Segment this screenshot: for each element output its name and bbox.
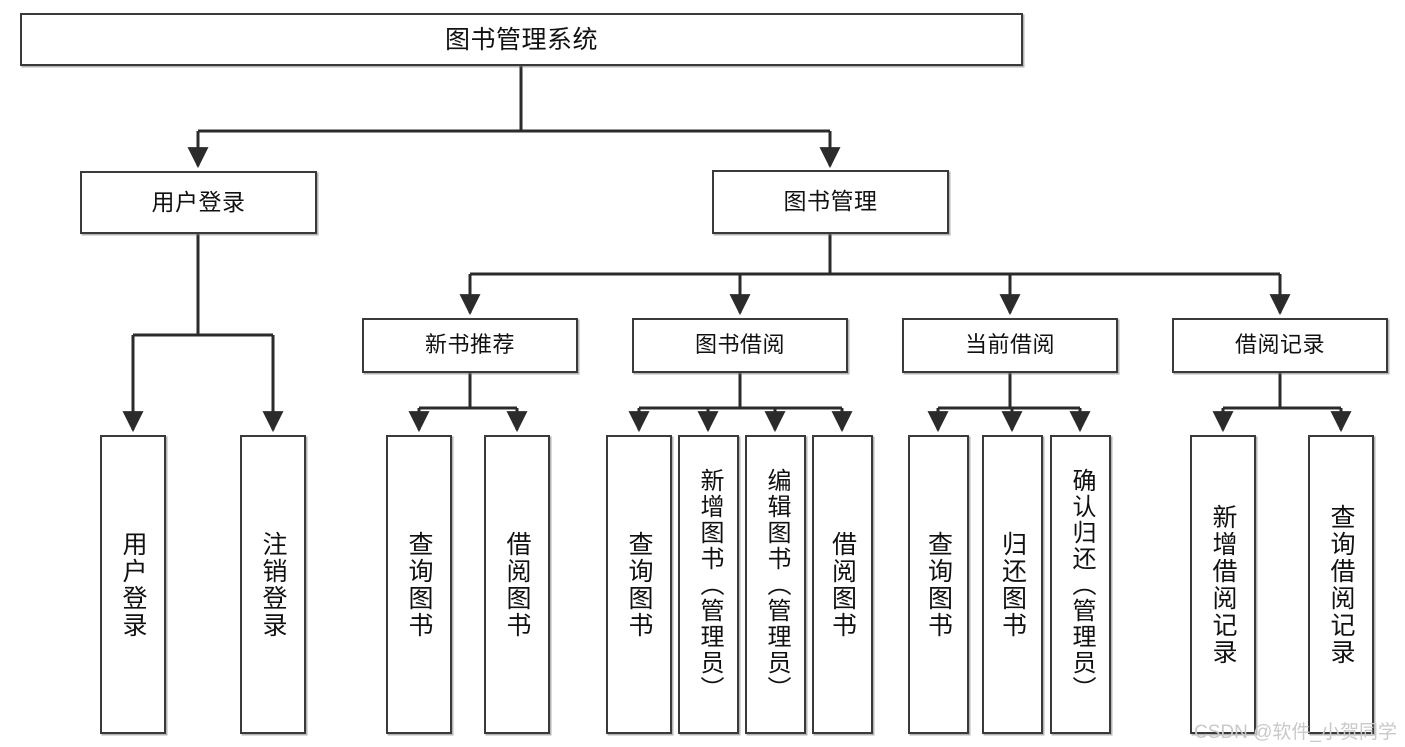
node-leaf-borrow-book-1[interactable]: 借阅图书 xyxy=(484,435,550,734)
node-leaf-user-login[interactable]: 用户登录 xyxy=(100,435,166,734)
node-current-borrow-label: 当前借阅 xyxy=(964,332,1055,358)
node-leaf-user-logout[interactable]: 注销登录 xyxy=(240,435,306,734)
node-leaf-add-record[interactable]: 新增借阅记录 xyxy=(1190,435,1256,734)
node-user-login-label: 用户登录 xyxy=(151,188,246,215)
node-leaf-confirm-return[interactable]: 确认归还（管理员） xyxy=(1050,435,1111,734)
node-leaf-query-book-3[interactable]: 查询图书 xyxy=(908,435,969,734)
node-leaf-query-book-1[interactable]: 查询图书 xyxy=(386,435,452,734)
node-leaf-query-record[interactable]: 查询借阅记录 xyxy=(1308,435,1374,734)
node-book-borrow-label: 图书借阅 xyxy=(694,332,785,358)
node-new-book-recommend[interactable]: 新书推荐 xyxy=(362,318,578,373)
node-leaf-query-book-2[interactable]: 查询图书 xyxy=(606,435,672,734)
node-leaf-return-book[interactable]: 归还图书 xyxy=(982,435,1043,734)
node-user-login[interactable]: 用户登录 xyxy=(80,171,317,234)
node-root-label: 图书管理系统 xyxy=(444,25,598,54)
node-leaf-borrow-book-2-label: 借阅图书 xyxy=(828,530,857,639)
node-leaf-edit-book-label: 编辑图书（管理员） xyxy=(762,467,790,702)
node-leaf-confirm-return-label: 确认归还（管理员） xyxy=(1067,467,1095,702)
node-current-borrow[interactable]: 当前借阅 xyxy=(902,318,1118,373)
node-leaf-add-book[interactable]: 新增图书（管理员） xyxy=(678,435,739,734)
node-leaf-query-book-1-label: 查询图书 xyxy=(405,530,433,639)
node-leaf-borrow-book-2[interactable]: 借阅图书 xyxy=(812,435,873,734)
node-borrow-record-label: 借阅记录 xyxy=(1234,332,1325,358)
node-leaf-user-logout-label: 注销登录 xyxy=(259,530,287,639)
node-leaf-query-book-3-label: 查询图书 xyxy=(924,530,953,639)
node-borrow-record[interactable]: 借阅记录 xyxy=(1172,318,1388,373)
node-leaf-query-record-label: 查询借阅记录 xyxy=(1327,503,1355,666)
node-leaf-edit-book[interactable]: 编辑图书（管理员） xyxy=(745,435,806,734)
node-leaf-return-book-label: 归还图书 xyxy=(998,530,1027,639)
node-leaf-borrow-book-1-label: 借阅图书 xyxy=(503,530,531,639)
watermark: CSDN @软件_小贺同学 xyxy=(1194,722,1397,743)
node-book-manage-label: 图书管理 xyxy=(783,188,878,215)
node-leaf-add-book-label: 新增图书（管理员） xyxy=(695,467,723,702)
node-book-manage[interactable]: 图书管理 xyxy=(712,170,949,234)
node-leaf-query-book-2-label: 查询图书 xyxy=(625,530,653,639)
node-new-book-recommend-label: 新书推荐 xyxy=(424,332,515,358)
node-root[interactable]: 图书管理系统 xyxy=(20,13,1023,66)
node-book-borrow[interactable]: 图书借阅 xyxy=(632,318,848,373)
node-leaf-user-login-label: 用户登录 xyxy=(119,530,147,639)
node-leaf-add-record-label: 新增借阅记录 xyxy=(1209,503,1237,666)
